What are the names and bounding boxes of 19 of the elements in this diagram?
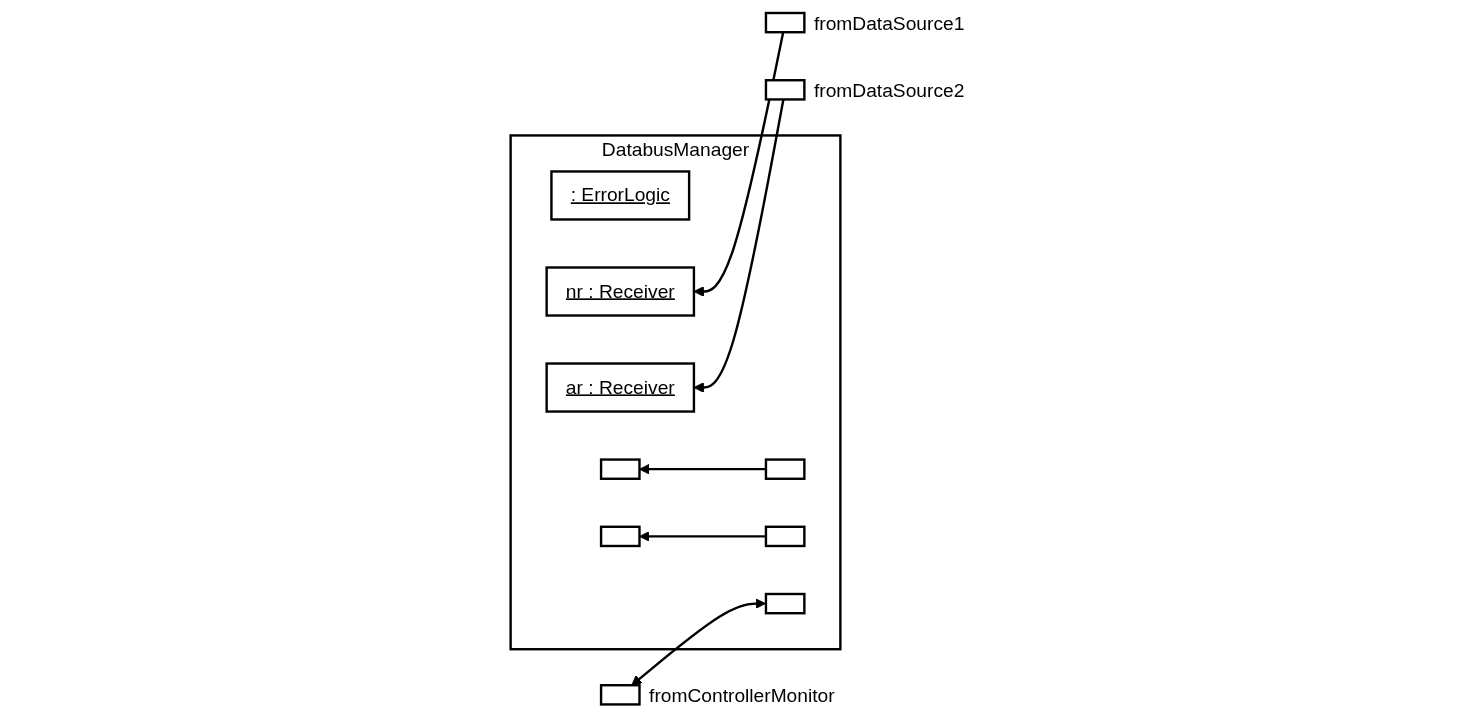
node-box bbox=[764, 592, 806, 615]
port-label: fromDataSource1 bbox=[813, 12, 965, 34]
arrow bbox=[639, 531, 766, 542]
node-box bbox=[764, 525, 806, 548]
node-box: ar : Receiver bbox=[545, 362, 696, 413]
arrow bbox=[631, 598, 766, 686]
node-box: : ErrorLogic bbox=[550, 170, 691, 221]
port-label: fromDataSource2 bbox=[813, 80, 965, 102]
node-box bbox=[764, 458, 806, 480]
node-box bbox=[599, 684, 641, 706]
port-label: fromControllerMonitor bbox=[649, 685, 835, 707]
node-box bbox=[599, 458, 641, 480]
node-box bbox=[764, 79, 806, 101]
arrow bbox=[639, 463, 766, 475]
node-box bbox=[599, 525, 641, 548]
arrow bbox=[693, 99, 785, 393]
node-box: nr : Receiver bbox=[545, 266, 696, 317]
node-box bbox=[764, 11, 806, 34]
arrow bbox=[693, 32, 785, 297]
